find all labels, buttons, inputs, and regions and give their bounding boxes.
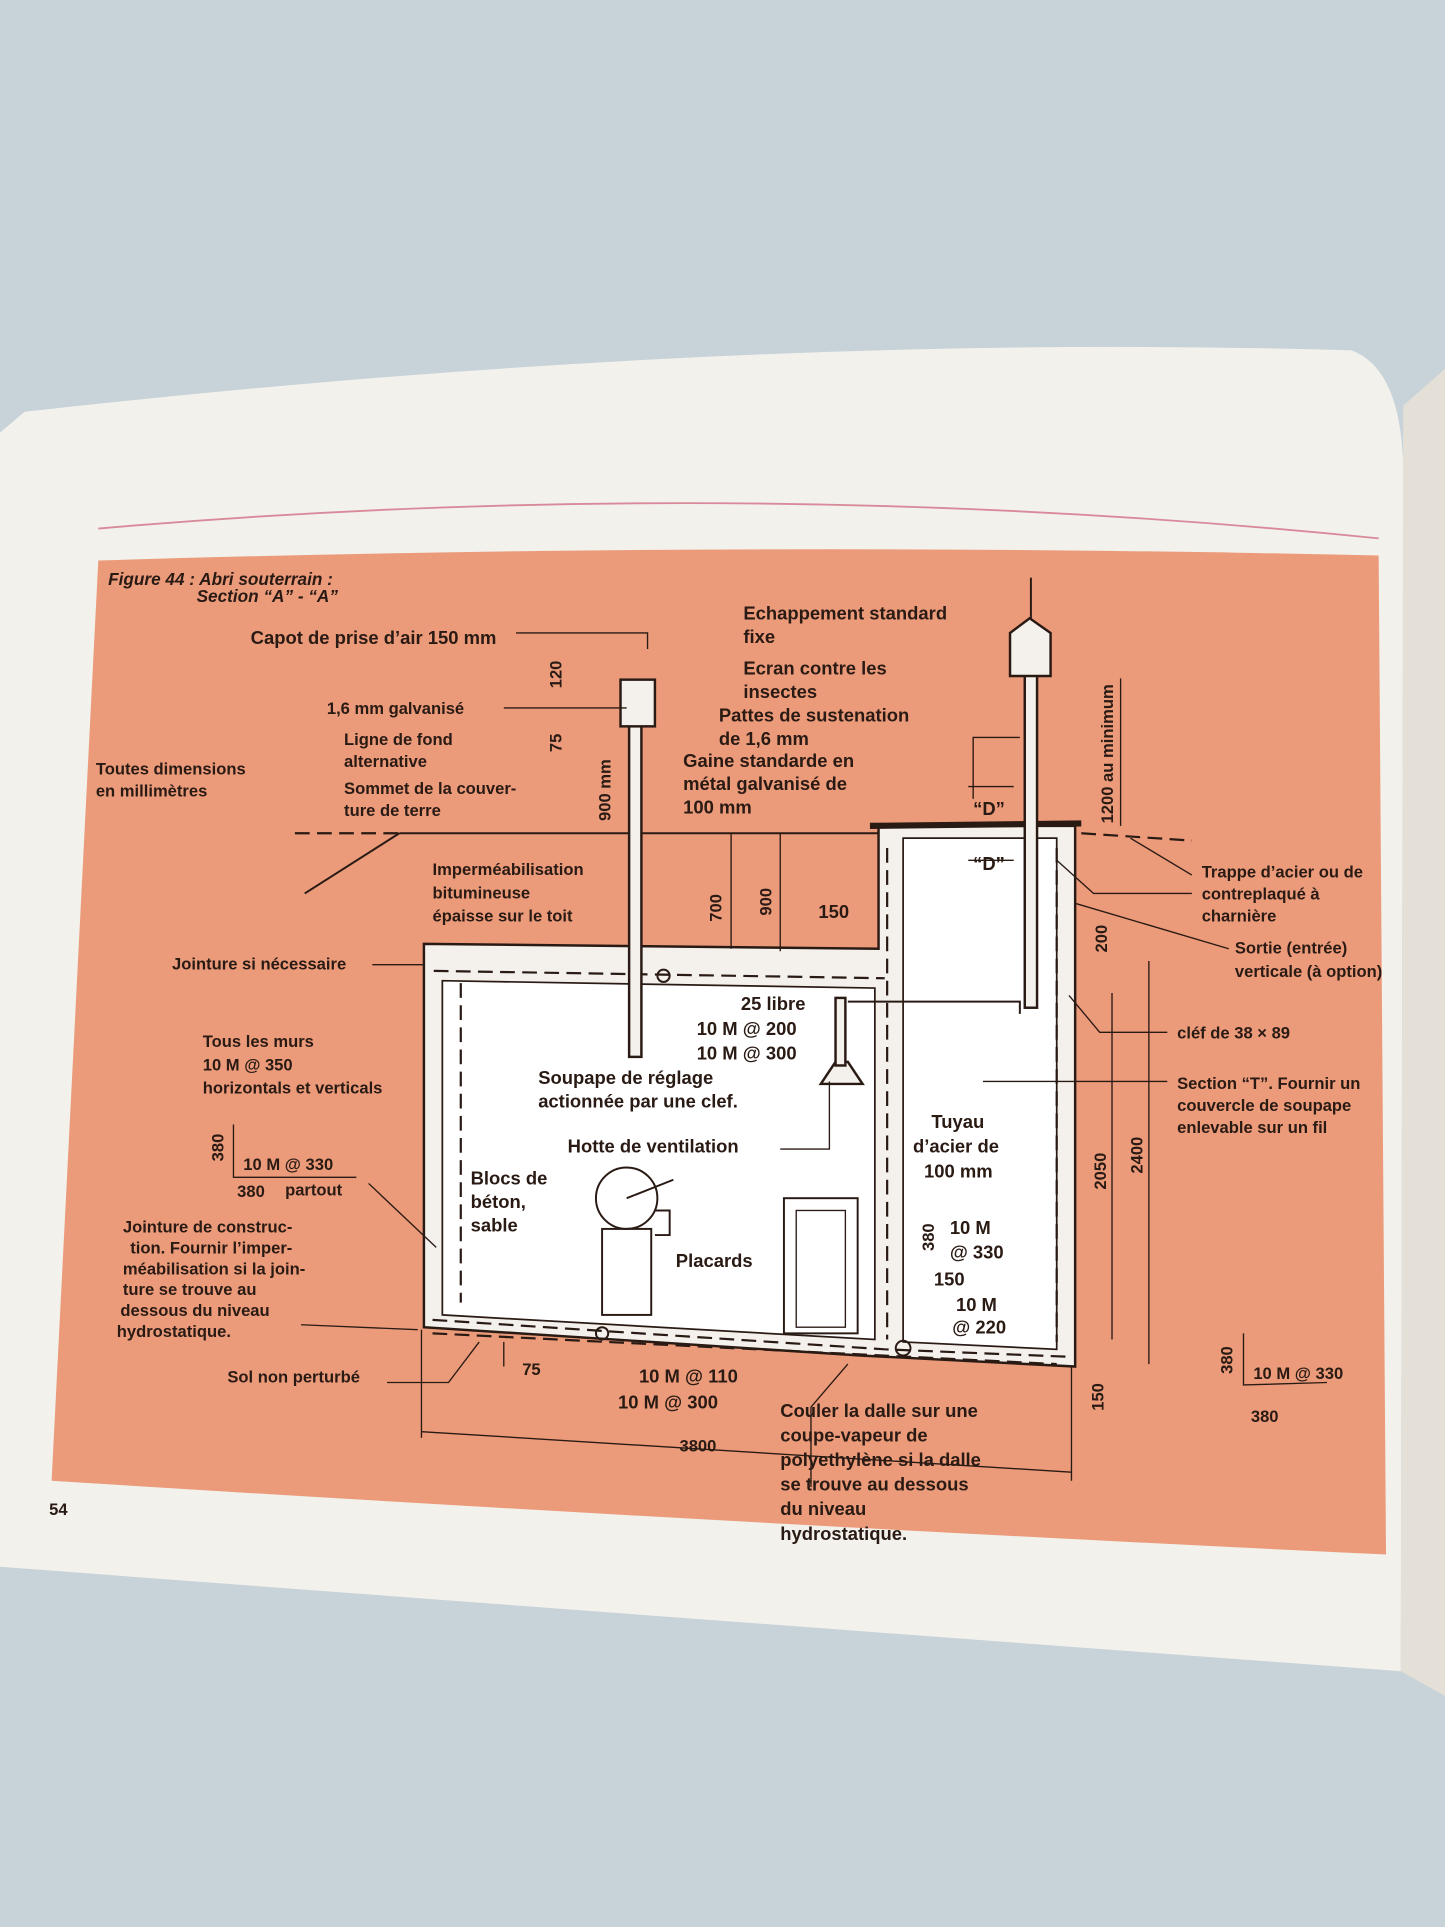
exhaust-cap bbox=[1008, 616, 1052, 678]
label-cupboards: Placards bbox=[676, 1250, 753, 1271]
dim-900: 900 bbox=[757, 888, 776, 916]
label-undisturbed-soil: Sol non perturbé bbox=[227, 1368, 360, 1387]
air-intake-cap bbox=[619, 678, 657, 728]
dim-380-left: 380 bbox=[209, 1134, 228, 1162]
label-joint-if-needed: Jointure si nécessaire bbox=[172, 955, 346, 974]
dim-150-bottom: 150 bbox=[1088, 1383, 1107, 1411]
shelter-drawing bbox=[294, 577, 1229, 1487]
dim-120: 120 bbox=[547, 661, 566, 689]
facing-page-edge bbox=[1400, 368, 1445, 1696]
label-exit: Sortie (entrée)verticale (à option) bbox=[1235, 939, 1382, 981]
label-rebar-330: 10 M@ 330 bbox=[950, 1217, 1004, 1263]
label-rebar-300-bottom: 10 M @ 300 bbox=[618, 1391, 718, 1412]
dim-2400: 2400 bbox=[1128, 1137, 1147, 1174]
ground-line-dashed-right bbox=[1081, 832, 1192, 842]
label-rebar-110: 10 M @ 110 bbox=[639, 1366, 738, 1387]
label-rebar-220: 10 M@ 220 bbox=[952, 1294, 1006, 1337]
dim-75-bottom: 75 bbox=[522, 1360, 540, 1379]
header-rule bbox=[98, 502, 1379, 540]
dim-380-left-2: 380 bbox=[237, 1182, 265, 1201]
figure-title: Figure 44 : Abri souterrain : bbox=[108, 569, 333, 589]
label-clear-25: 25 libre bbox=[741, 993, 806, 1014]
dim-380-right-2: 380 bbox=[1251, 1407, 1279, 1426]
label-rebar-everywhere: 10 M @ 330 bbox=[243, 1155, 333, 1174]
page-number: 54 bbox=[49, 1500, 68, 1519]
dim-3800: 3800 bbox=[679, 1436, 716, 1455]
label-earth-top: Sommet de la couver-ture de terre bbox=[344, 779, 516, 820]
label-everywhere: partout bbox=[285, 1181, 343, 1200]
ventilation-hood bbox=[818, 1060, 865, 1086]
dim-150-top: 150 bbox=[818, 901, 849, 922]
label-construction-joint: Jointure de construc-tion. Fournir l’imp… bbox=[117, 1218, 306, 1341]
dim-75-top: 75 bbox=[547, 734, 566, 752]
figure-subtitle: Section “A” - “A” bbox=[197, 586, 339, 606]
exhaust-pipe bbox=[1023, 672, 1039, 1009]
label-air-cap: Capot de prise d’air 150 mm bbox=[251, 627, 497, 648]
label-min-height: 1200 au minimum bbox=[1098, 684, 1117, 823]
dim-2050: 2050 bbox=[1091, 1153, 1110, 1190]
label-ventilation-hood: Hotte de ventilation bbox=[568, 1136, 739, 1157]
cupboard bbox=[782, 1197, 859, 1335]
label-key: cléf de 38 × 89 bbox=[1177, 1023, 1290, 1042]
label-galvanised: 1,6 mm galvanisé bbox=[327, 699, 464, 718]
dim-700: 700 bbox=[706, 894, 725, 922]
dim-900mm: 900 mm bbox=[596, 759, 615, 821]
dim-380-inner: 380 bbox=[919, 1223, 938, 1251]
dim-200: 200 bbox=[1092, 925, 1111, 953]
section-d-top: “D” bbox=[973, 798, 1005, 819]
dim-150-inner: 150 bbox=[934, 1268, 965, 1289]
air-intake-pipe bbox=[627, 723, 643, 1059]
label-right-rebar: 10 M @ 330 bbox=[1253, 1364, 1343, 1383]
label-rebar-300-top: 10 M @ 300 bbox=[697, 1042, 797, 1063]
section-d-bottom: “D” bbox=[973, 853, 1005, 874]
label-rebar-200: 10 M @ 200 bbox=[697, 1018, 797, 1039]
dim-380-right: 380 bbox=[1217, 1346, 1236, 1374]
